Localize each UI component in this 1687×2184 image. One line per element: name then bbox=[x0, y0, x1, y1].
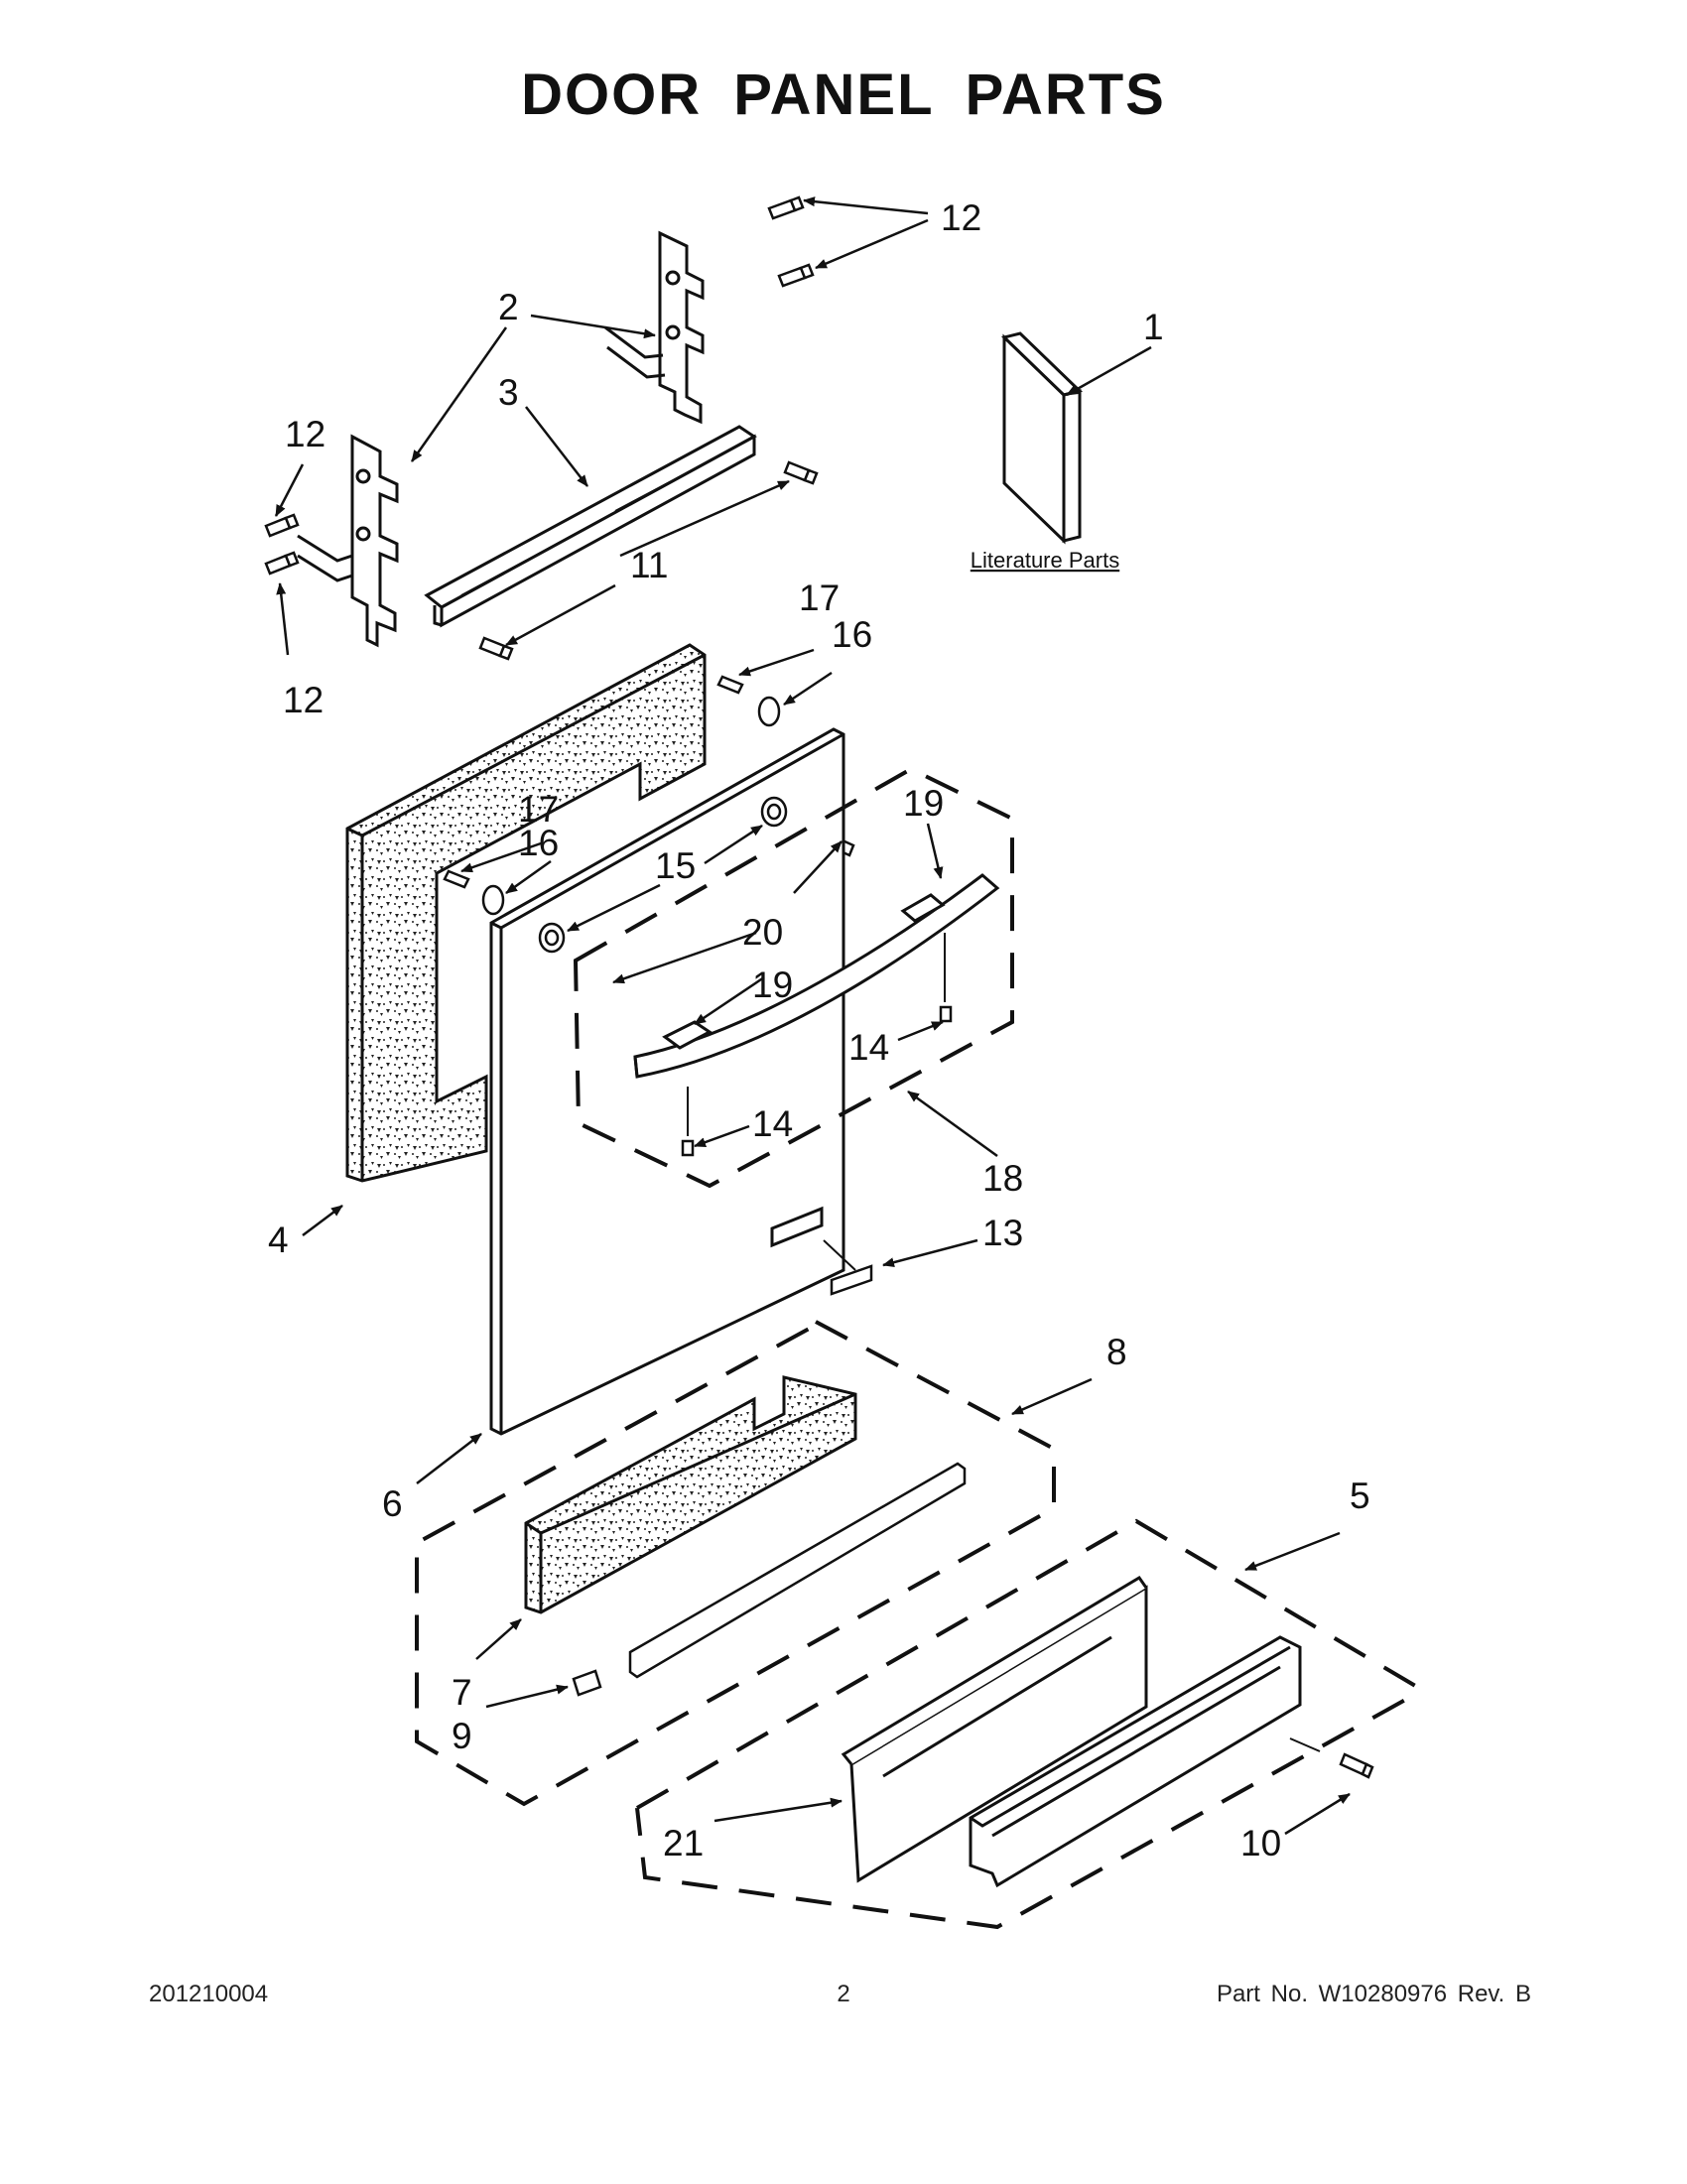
right-mounting-bracket bbox=[604, 230, 705, 425]
door-panel bbox=[489, 727, 845, 1436]
literature-parts-label: Literature Parts bbox=[971, 548, 1119, 573]
clip-strip bbox=[572, 1462, 967, 1697]
callout-2: 2 bbox=[498, 287, 519, 327]
callout-12-left-bottom: 12 bbox=[283, 680, 324, 720]
kick-plate-kit-outline bbox=[635, 1518, 1421, 1930]
bumpers-15 bbox=[538, 796, 788, 954]
callout-11: 11 bbox=[630, 545, 668, 585]
callout-10: 10 bbox=[1240, 1823, 1281, 1863]
leader-arrows bbox=[274, 196, 1351, 1836]
kick-plate-21 bbox=[841, 1575, 1148, 1883]
part-number: Part No. W10280976 Rev. B bbox=[1216, 1981, 1531, 2007]
document-number: 201210004 bbox=[149, 1981, 269, 2007]
washer-16-upper bbox=[757, 696, 781, 727]
toe-plate-5 bbox=[969, 1635, 1302, 1888]
screw-12-left-a bbox=[264, 513, 300, 538]
callout-14-lower: 14 bbox=[752, 1103, 793, 1144]
screw-12-top-b bbox=[777, 263, 815, 288]
handle-kit-outline bbox=[573, 766, 1014, 1189]
callout-20: 20 bbox=[742, 912, 783, 953]
door-handle bbox=[633, 873, 1000, 1079]
door-insulation bbox=[345, 643, 707, 1183]
callout-19-left: 19 bbox=[752, 964, 793, 1005]
callout-8: 8 bbox=[1106, 1332, 1127, 1372]
callout-16-lower: 16 bbox=[518, 823, 559, 863]
callout-12-left-top: 12 bbox=[285, 414, 325, 454]
callout-16-upper: 16 bbox=[832, 614, 872, 655]
callout-14-upper: 14 bbox=[848, 1027, 889, 1068]
page-number: 2 bbox=[837, 1981, 850, 2007]
handle-screws-14 bbox=[681, 1005, 953, 1157]
badge-13 bbox=[830, 1264, 873, 1296]
callout-21: 21 bbox=[663, 1823, 704, 1863]
callout-17-upper: 17 bbox=[799, 578, 840, 618]
screw-12-top-a bbox=[767, 195, 805, 220]
toe-insulation bbox=[524, 1375, 857, 1614]
screw-11-right bbox=[783, 460, 819, 485]
callout-5: 5 bbox=[1350, 1476, 1370, 1516]
screw-17-upper bbox=[716, 675, 744, 695]
toe-panel-kit-outline bbox=[415, 1320, 1056, 1807]
callout-6: 6 bbox=[382, 1483, 403, 1524]
mounting-rail bbox=[424, 425, 757, 628]
callout-9: 9 bbox=[452, 1716, 472, 1756]
callout-17-lower: 17 bbox=[518, 789, 559, 830]
callout-18: 18 bbox=[982, 1158, 1023, 1199]
callout-12-top: 12 bbox=[941, 197, 981, 238]
literature-booklet bbox=[1001, 331, 1083, 545]
callout-1: 1 bbox=[1143, 307, 1164, 347]
callout-19-right: 19 bbox=[903, 783, 944, 824]
left-mounting-bracket bbox=[297, 434, 399, 648]
callout-7: 7 bbox=[452, 1672, 472, 1713]
screw-17-lower bbox=[443, 869, 470, 889]
washer-16-lower bbox=[481, 884, 505, 916]
screw-11-left bbox=[478, 636, 514, 661]
callout-15: 15 bbox=[655, 845, 696, 886]
callout-3: 3 bbox=[498, 372, 519, 413]
screw-12-left-b bbox=[264, 551, 300, 576]
callout-13: 13 bbox=[982, 1213, 1023, 1253]
screw-10 bbox=[1339, 1752, 1374, 1779]
callout-4: 4 bbox=[268, 1220, 289, 1260]
page-title: DOOR PANEL PARTS bbox=[521, 63, 1166, 127]
